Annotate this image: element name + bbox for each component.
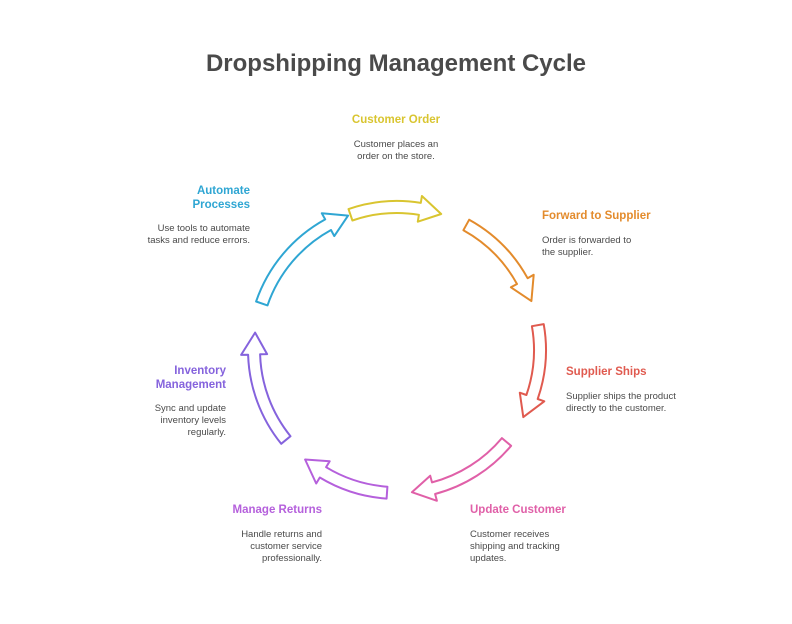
- arrow-automate-processes: [255, 212, 350, 307]
- step-desc-automate-processes: Use tools to automate tasks and reduce e…: [147, 223, 250, 246]
- step-title-supplier-ships: Supplier Ships: [566, 366, 647, 378]
- step-title-manage-returns: Manage Returns: [232, 504, 322, 516]
- arrow-update-customer: [410, 437, 513, 502]
- arrow-inventory-management: [240, 331, 292, 445]
- arrow-customer-order: [347, 195, 443, 223]
- step-title-forward-to-supplier: Forward to Supplier: [542, 210, 651, 222]
- step-title-customer-order: Customer Order: [351, 114, 441, 126]
- page-title: Dropshipping Management Cycle: [205, 50, 587, 77]
- arrow-forward-to-supplier: [462, 218, 535, 303]
- step-desc-customer-order: Customer places an order on the store.: [353, 139, 439, 162]
- step-desc-manage-returns: Handle returns and customer service prof…: [241, 529, 322, 564]
- step-desc-update-customer: Customer receives shipping and tracking …: [470, 529, 560, 564]
- step-title-update-customer: Update Customer: [470, 504, 566, 516]
- step-desc-forward-to-supplier: Order is forwarded to the supplier.: [542, 235, 632, 258]
- step-desc-inventory-management: Sync and update inventory levels regular…: [154, 403, 226, 438]
- arrow-supplier-ships: [518, 323, 547, 419]
- arrow-manage-returns: [304, 458, 389, 500]
- step-title-inventory-management: Inventory Management: [155, 365, 226, 391]
- step-title-automate-processes: Automate Processes: [192, 185, 250, 211]
- step-desc-supplier-ships: Supplier ships the product directly to t…: [566, 391, 676, 414]
